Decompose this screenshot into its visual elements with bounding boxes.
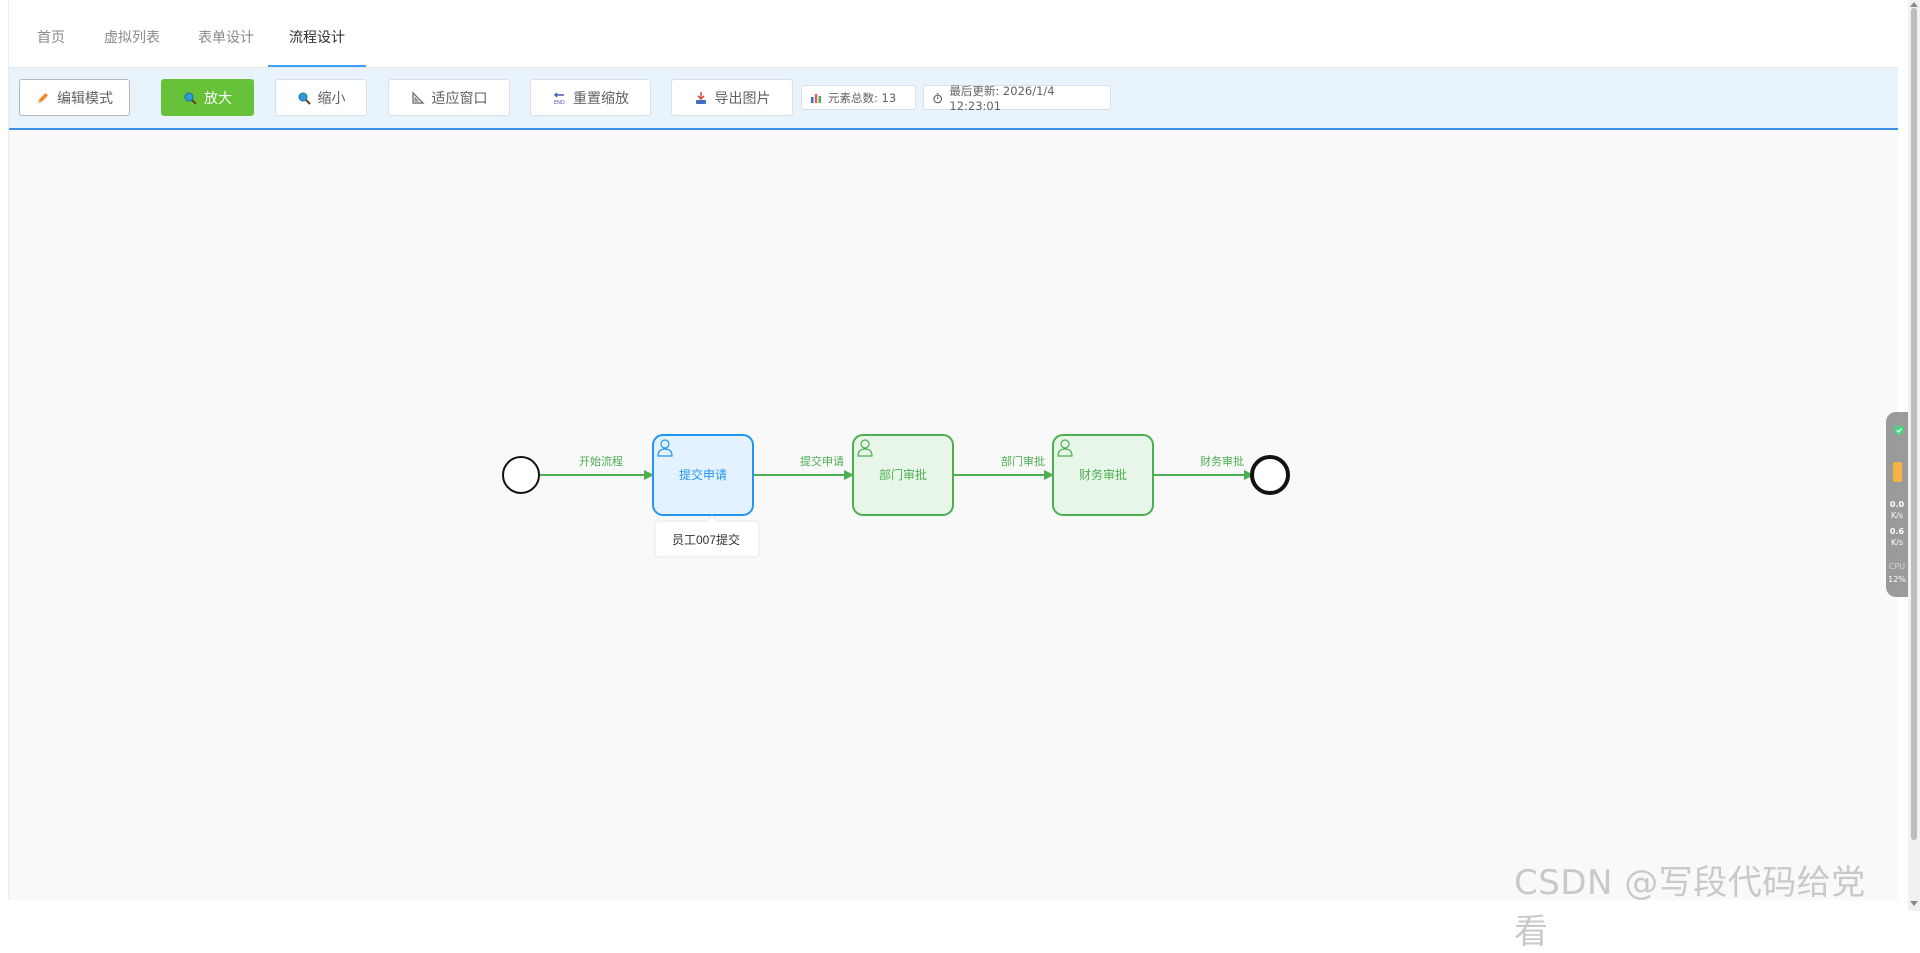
reset-zoom-label: 重置缩放 — [573, 90, 629, 107]
download-unit: K/s — [1890, 538, 1904, 547]
task-submit-application[interactable]: 提交申请 — [652, 434, 754, 516]
task-finance-approval[interactable]: 财务审批 — [1052, 434, 1154, 516]
zoom-out-icon — [298, 92, 311, 105]
cpu-label: CPU — [1888, 562, 1906, 571]
zoom-in-icon — [184, 92, 197, 105]
fit-window-label: 适应窗口 — [431, 90, 488, 107]
app-window: 首页 虚拟列表 表单设计 流程设计 编辑模式 放大 缩小 适应窗口 END 重置… — [8, 0, 1898, 952]
pencil-icon — [38, 92, 48, 103]
system-monitor-widget[interactable]: 0.0 K/s 0.6 K/s CPU 12% — [1886, 412, 1908, 597]
bottom-strip — [8, 900, 1905, 911]
edit-mode-button[interactable]: 编辑模式 — [19, 79, 130, 116]
flow-canvas[interactable]: 开始流程 提交申请 部门审批 财务审批 — [9, 130, 1898, 952]
last-updated-text: 最后更新: 2026/1/4 12:23:01 — [949, 83, 1055, 113]
edge-label-finance-approval: 财务审批 — [1200, 454, 1244, 468]
scroll-down-icon[interactable] — [1910, 901, 1918, 906]
tab-home[interactable]: 首页 — [37, 30, 65, 46]
tooltip-text: 员工007提交 — [672, 532, 740, 547]
toolbar: 编辑模式 放大 缩小 适应窗口 END 重置缩放 导出图片 元素总数: 13 最 — [9, 68, 1898, 130]
upload-value: 0.0 — [1889, 500, 1905, 509]
edge-label-start-flow: 开始流程 — [579, 454, 623, 468]
edge-label-department-approval: 部门审批 — [1001, 454, 1045, 468]
last-updated-badge: 最后更新: 2026/1/4 12:23:01 — [923, 83, 1111, 113]
bar-chart-icon — [811, 93, 822, 103]
download-tray-icon — [695, 91, 706, 104]
download-value: 0.6 — [1889, 527, 1905, 536]
user-task-icon — [657, 439, 673, 457]
stopwatch-icon — [933, 92, 943, 103]
edit-mode-label: 编辑模式 — [57, 90, 113, 107]
edge-department-approval[interactable]: 部门审批 — [953, 454, 1054, 480]
set-square-icon — [411, 90, 425, 104]
zoom-out-button[interactable]: 缩小 — [275, 79, 367, 116]
scroll-up-icon[interactable] — [1910, 2, 1918, 7]
shield-check-icon — [1894, 425, 1904, 435]
end-arrow-icon: END — [554, 92, 565, 105]
zoom-in-label: 放大 — [204, 90, 232, 107]
user-task-icon — [857, 439, 873, 457]
flow-diagram: 开始流程 提交申请 部门审批 财务审批 — [502, 434, 1290, 558]
task-label-department-approval: 部门审批 — [879, 467, 927, 482]
export-image-label: 导出图片 — [714, 90, 771, 107]
tab-bar: 首页 虚拟列表 表单设计 流程设计 — [9, 0, 1898, 68]
scrollbar-thumb[interactable] — [1911, 8, 1917, 840]
task-label-submit-application: 提交申请 — [679, 467, 727, 482]
cpu-value: 12% — [1888, 575, 1906, 584]
zoom-out-label: 缩小 — [317, 90, 346, 107]
fit-window-button[interactable]: 适应窗口 — [388, 79, 510, 116]
edge-label-submit-application: 提交申请 — [800, 454, 844, 468]
task-label-finance-approval: 财务审批 — [1079, 467, 1127, 482]
edge-start-flow[interactable]: 开始流程 — [540, 454, 654, 480]
edge-finance-approval[interactable]: 财务审批 — [1153, 454, 1254, 480]
tab-virtual-list[interactable]: 虚拟列表 — [104, 30, 160, 46]
start-event[interactable] — [502, 456, 540, 494]
task-department-approval[interactable]: 部门审批 — [852, 434, 954, 516]
element-count-badge: 元素总数: 13 — [801, 85, 916, 110]
end-event[interactable] — [1250, 455, 1290, 495]
user-task-icon — [1057, 439, 1073, 457]
element-count-text: 元素总数: 13 — [828, 90, 897, 105]
battery-icon — [1893, 462, 1902, 482]
tab-form-design[interactable]: 表单设计 — [198, 30, 254, 46]
zoom-in-button[interactable]: 放大 — [161, 79, 254, 116]
export-image-button[interactable]: 导出图片 — [671, 79, 793, 116]
upload-unit: K/s — [1890, 511, 1904, 520]
task-tooltip: 员工007提交 — [654, 515, 760, 558]
edge-submit-application[interactable]: 提交申请 — [753, 454, 854, 480]
svg-text:END: END — [554, 100, 565, 105]
tab-process-design[interactable]: 流程设计 — [268, 0, 366, 67]
reset-zoom-button[interactable]: END 重置缩放 — [530, 79, 651, 116]
